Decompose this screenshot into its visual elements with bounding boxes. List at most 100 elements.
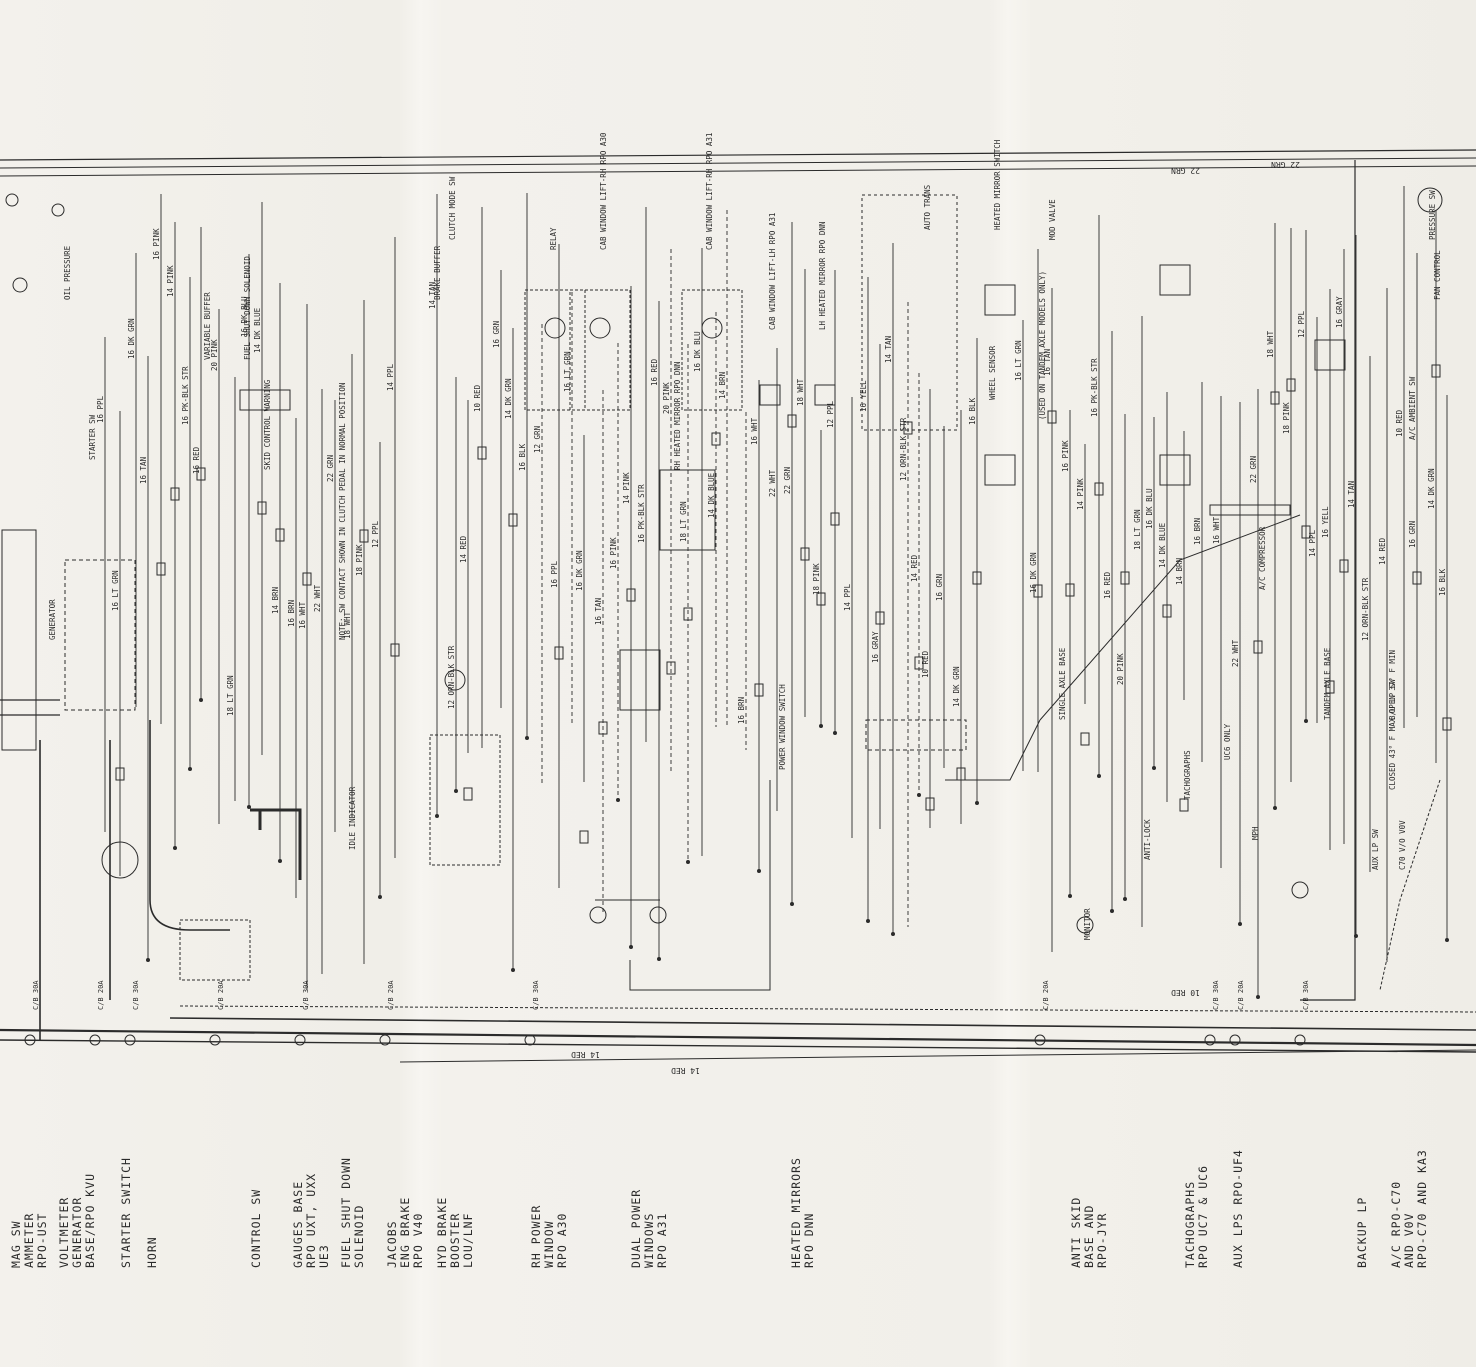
wire-label: 18 LT GRN <box>679 501 688 542</box>
splice-dot <box>917 793 921 797</box>
skid-control-box <box>861 194 958 431</box>
wire-connector <box>275 528 285 542</box>
wire-label: 14 DK BLUE <box>707 472 716 518</box>
wire-label: 16 BLK <box>968 397 977 425</box>
wire-label: 10 RED <box>921 650 930 678</box>
harness-wire <box>0 699 60 716</box>
relay-icon <box>649 906 667 924</box>
wire-label: 14 PPL <box>386 363 395 391</box>
wire-connector <box>787 414 797 428</box>
wire-connector <box>914 656 924 670</box>
splice-dot <box>146 958 150 962</box>
window-motor-icon <box>701 317 723 339</box>
wire-label: 14 PINK <box>1076 478 1085 510</box>
component-label: GENERATOR <box>48 599 57 640</box>
component-label: CAB WINDOW LIFT-RH RPO A31 <box>705 133 714 250</box>
mod-valve-box <box>1159 454 1191 486</box>
feed-bus-line <box>179 1005 1476 1013</box>
system-label-dual-power-windows: DUAL POWER WINDOWS RPO A31 <box>629 1188 669 1268</box>
breaker-label: C/B 30A <box>1212 980 1220 1010</box>
wire-label: 16 WHT <box>1212 516 1221 544</box>
breaker-label: C/B 20A <box>1237 980 1245 1010</box>
splice-dot <box>757 869 761 873</box>
wire-connector <box>816 592 826 606</box>
bus-label: 14 RED <box>571 1050 600 1059</box>
wire-label: 18 WHT <box>1266 330 1275 358</box>
wire-label: 14 RED <box>910 554 919 582</box>
wire-label: 16 BRN <box>737 697 746 724</box>
circuit-breaker-icon <box>124 1034 136 1046</box>
wire-connector <box>170 487 180 501</box>
mirror-element-box <box>759 384 781 406</box>
wire-label: 16 WHT <box>750 417 759 445</box>
splice-dot <box>173 846 177 850</box>
wire-label: 18 PINK <box>355 544 364 576</box>
note-label: UC6 ONLY <box>1223 723 1232 760</box>
wire-connector <box>683 607 693 621</box>
wire-label: 14 PPL <box>843 583 852 611</box>
component-label: OIL PRESSURE <box>63 245 72 300</box>
system-label-rh-power-window: RH POWER WINDOW RPO A30 <box>529 1204 569 1268</box>
splice-dot <box>511 968 515 972</box>
wire-label: 14 TAN <box>428 282 437 309</box>
wire-label: 20 PINK <box>1116 653 1125 685</box>
horn-icon <box>101 841 139 879</box>
splice-dot <box>1238 922 1242 926</box>
component-label: STARTER SW <box>88 414 97 460</box>
wire-label: 16 BLK <box>1438 568 1447 596</box>
hyd-brake-box <box>429 734 501 866</box>
wire-label: 16 GRN <box>492 321 501 348</box>
axle-harness-line <box>945 719 1041 781</box>
wire-connector <box>359 529 369 543</box>
generator-box <box>64 559 136 711</box>
splice-dot <box>975 801 979 805</box>
wire-label: 14 PPL <box>1308 529 1317 557</box>
system-label-anti-skid: ANTI SKID BASE AND RPO-JYR <box>1069 1196 1109 1268</box>
wire-label: 16 PPL <box>96 395 105 423</box>
wire-connector <box>1080 732 1090 746</box>
wire-label: 14 PINK <box>166 265 175 297</box>
power-window-switch-box <box>659 469 716 551</box>
wire-label: 16 GRAY <box>1335 296 1344 328</box>
wire-connector <box>1065 583 1075 597</box>
wire-label: 16 PINK <box>152 228 161 260</box>
wire-connector <box>666 661 676 675</box>
component-label: AUX LP SW <box>1371 829 1380 870</box>
wire-label: 12 ORN-BLK STR <box>899 417 908 481</box>
wire-label: 16 PINK <box>1061 440 1070 472</box>
component-label: MOD VALVE <box>1048 199 1057 240</box>
circuit-breaker-icon <box>1294 1034 1306 1046</box>
anti-lock-lamp-icon <box>1076 916 1094 934</box>
wire-label: 16 DK BLU <box>240 296 249 337</box>
bus-label: 14 RED <box>671 1066 700 1075</box>
wire-connector <box>1442 717 1452 731</box>
component-label: HEATED MIRROR SWITCH <box>993 139 1002 230</box>
component-label: MONITOR <box>1083 908 1092 940</box>
breaker-label: C/B 30A <box>302 980 310 1010</box>
system-label-ac: A/C RPO-C70 AND V0V RPO-C70 AND KA3 <box>1389 1149 1429 1268</box>
wire-connector <box>1325 680 1335 694</box>
wire-connector <box>1047 410 1057 424</box>
wire-connector <box>875 611 885 625</box>
splice-dot <box>199 698 203 702</box>
wire-label: 16 DK GRN <box>1029 552 1038 593</box>
wire-label: 16 TAN <box>594 598 603 625</box>
ac-switch-wire <box>1379 779 1441 991</box>
splice-dot <box>1097 774 1101 778</box>
fuel-solenoid-bar <box>250 808 302 880</box>
wire-label: 22 WHT <box>768 469 777 497</box>
wire-label: 14 BRN <box>271 587 280 614</box>
wire-label: 16 PK-BLK STR <box>1090 358 1099 417</box>
wire-connector <box>1179 798 1189 812</box>
top-bus-line <box>0 165 1476 177</box>
wire-label: 16 DK GRN <box>127 318 136 359</box>
wire-connector <box>508 513 518 527</box>
component-label: LH HEATED MIRROR RPO DNN <box>818 222 827 330</box>
bus-label: 10 RED <box>1171 988 1200 997</box>
gauge-icon <box>12 277 28 293</box>
wire-label: 22 WHT <box>313 584 322 612</box>
voltmeter-icon <box>51 203 65 217</box>
component-label: FAN CONTROL <box>1433 250 1442 300</box>
wire-label: 16 GRN <box>935 574 944 601</box>
